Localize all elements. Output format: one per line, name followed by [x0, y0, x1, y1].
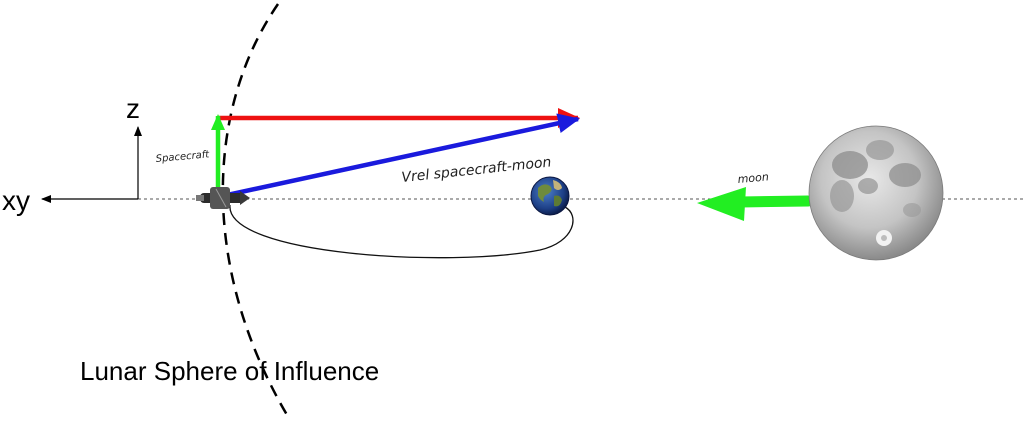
spacecraft-icon [196, 187, 250, 209]
xy-axis-label: xy [2, 185, 30, 216]
relative-velocity-label: Vrel spacecraft-moon [401, 154, 552, 186]
z-axis-label: z [126, 93, 140, 124]
sphere-of-influence-label: Lunar Sphere of Influence [80, 356, 379, 386]
transfer-orbit [229, 204, 574, 259]
spacecraft-velocity-label: Spacecraft [155, 149, 210, 165]
earth-icon [530, 176, 570, 216]
moon-icon [808, 125, 944, 261]
moon-velocity-label: moon [737, 170, 769, 186]
moon-velocity-arrow [697, 187, 814, 221]
blue-relative-velocity-vector [217, 113, 580, 200]
